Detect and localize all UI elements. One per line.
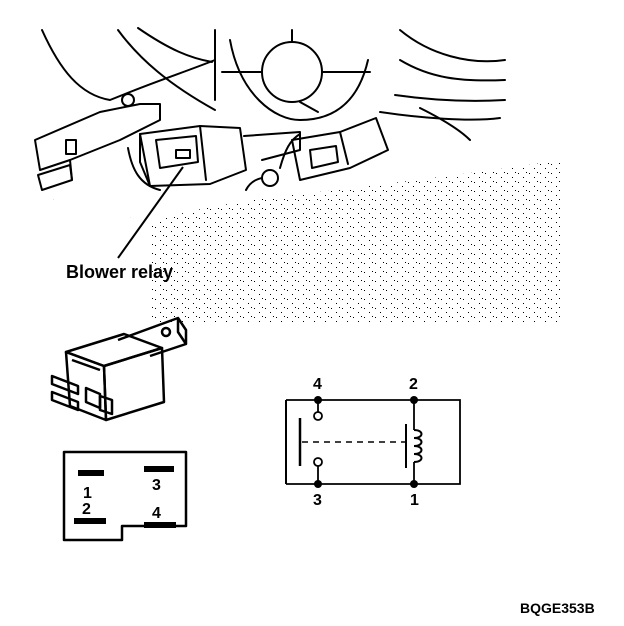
relay-isometric-view	[50, 316, 188, 422]
schematic-terminal-1: 1	[410, 492, 419, 509]
left-bracket	[34, 103, 161, 171]
terminal-3-blade	[144, 466, 174, 472]
connector-terminal-2: 2	[82, 501, 91, 518]
steering-column	[261, 41, 323, 103]
wiring-connector	[291, 117, 389, 181]
figure-code: BQGE353B	[520, 600, 595, 616]
terminal-4-blade	[144, 522, 176, 528]
connector-face: 1 2 3 4	[62, 450, 188, 542]
callout-label: Blower relay	[66, 262, 173, 282]
stippled-panel	[150, 160, 560, 322]
terminal-1-blade	[78, 470, 104, 476]
terminal-2-blade	[74, 518, 106, 524]
callout-leader-line	[117, 166, 184, 259]
blower-relay-body	[139, 125, 247, 187]
dashboard-outline	[41, 29, 216, 101]
connector-terminal-4: 4	[152, 505, 161, 522]
relay-coil-icon	[413, 429, 423, 463]
schematic-terminal-4: 4	[313, 376, 322, 393]
connector-terminal-3: 3	[152, 477, 161, 494]
dashboard-illustration	[34, 27, 560, 322]
schematic-terminal-2: 2	[409, 376, 418, 393]
schematic-terminal-3: 3	[313, 492, 322, 509]
stippled-edge-left	[40, 196, 150, 222]
connector-terminal-1: 1	[83, 485, 92, 502]
relay-schematic: 4 2 3 1	[285, 376, 461, 509]
